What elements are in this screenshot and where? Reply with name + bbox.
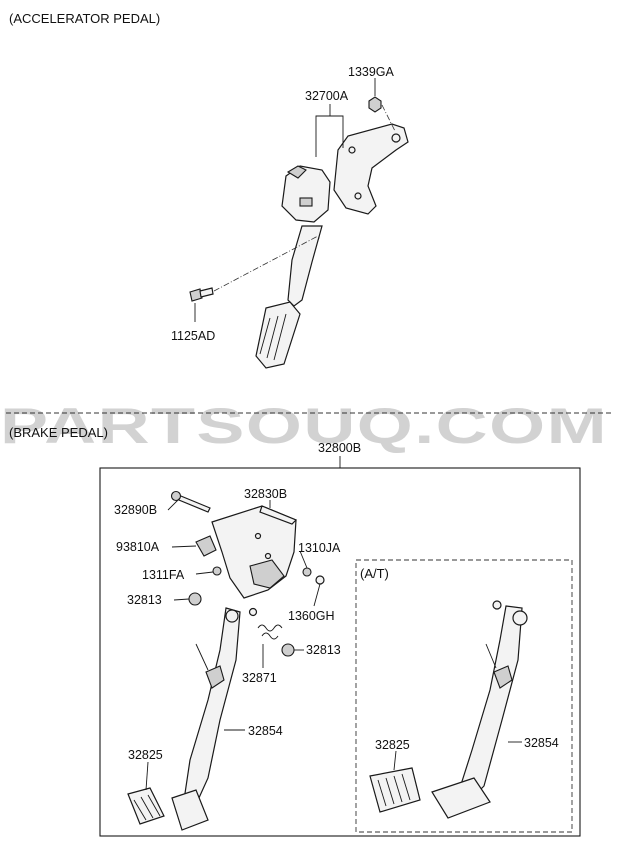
pad-rib bbox=[133, 799, 147, 821]
bracket-mechanism bbox=[249, 559, 285, 589]
pad-groove bbox=[273, 313, 287, 361]
brake-assembly-frame bbox=[99, 467, 581, 837]
nut-1310JA bbox=[302, 567, 312, 577]
label-32830B: 32830B bbox=[244, 487, 287, 501]
pedal-module-housing bbox=[281, 165, 331, 223]
label-32825-at: 32825 bbox=[375, 738, 410, 752]
sensor-block bbox=[299, 197, 313, 207]
section-title-accelerator: (ACCELERATOR PEDAL) bbox=[9, 11, 160, 26]
bracket-hole bbox=[354, 192, 362, 200]
at-pad-rib bbox=[385, 777, 395, 805]
at-arm-top-boss bbox=[492, 600, 502, 610]
label-32700A: 32700A bbox=[305, 89, 349, 103]
assembly-line bbox=[213, 235, 319, 292]
switch-bracket bbox=[205, 665, 225, 689]
watermark-text: PARTSOUQ.COM bbox=[0, 398, 608, 454]
label-1311FA: 1311FA bbox=[142, 568, 185, 582]
leader-32825-mt bbox=[145, 761, 149, 791]
label-32813-left: 32813 bbox=[127, 593, 162, 607]
pad-rib bbox=[147, 794, 161, 817]
accelerator-pad bbox=[255, 301, 301, 369]
pivot-bolt bbox=[248, 607, 258, 617]
pad-groove bbox=[266, 315, 279, 359]
bracket-flange bbox=[259, 505, 298, 525]
switch-rod bbox=[195, 643, 209, 671]
connector-plug bbox=[286, 165, 307, 179]
bushing-32813-left bbox=[188, 592, 202, 606]
section-title-brake: (BRAKE PEDAL) bbox=[9, 425, 108, 440]
leader-32825-at bbox=[393, 750, 397, 771]
label-32890B: 32890B bbox=[114, 503, 157, 517]
pad-groove bbox=[259, 317, 271, 355]
leader-32700A bbox=[315, 115, 344, 157]
label-1310JA: 1310JA bbox=[298, 541, 341, 555]
accelerator-arm bbox=[287, 225, 323, 307]
at-pad-rib bbox=[377, 779, 387, 807]
label-1360GH: 1360GH bbox=[288, 609, 335, 623]
label-32813-right: 32813 bbox=[306, 643, 341, 657]
at-switch-rod bbox=[485, 643, 497, 669]
leader-1311FA bbox=[195, 571, 214, 575]
bracket-hole bbox=[391, 133, 401, 143]
label-32825-mt: 32825 bbox=[128, 748, 163, 762]
bracket-hole bbox=[254, 532, 262, 540]
label-32854-at: 32854 bbox=[524, 736, 559, 750]
label-32800B: 32800B bbox=[318, 441, 361, 455]
leader-1360GH bbox=[313, 583, 321, 607]
pad-rib bbox=[140, 796, 154, 819]
at-brake-pad-32825 bbox=[369, 767, 421, 813]
arm-pivot-boss bbox=[225, 609, 239, 623]
brake-arm-32854 bbox=[183, 607, 241, 801]
bolt-head-1125AD bbox=[189, 288, 203, 302]
at-arm-pivot-boss bbox=[512, 610, 528, 626]
leader-32813-left bbox=[173, 598, 190, 601]
section-title-at: (A/T) bbox=[360, 566, 389, 581]
label-1339GA: 1339GA bbox=[348, 65, 395, 79]
at-switch-bracket bbox=[493, 665, 513, 689]
at-brake-pedal-foot bbox=[431, 777, 491, 819]
label-32871: 32871 bbox=[242, 671, 277, 685]
nut-1339GA bbox=[368, 96, 382, 113]
washer-1360GH bbox=[315, 575, 325, 585]
brake-pedal-assembly: 32830B 32890B 93810A 1310JA 1311FA 1360G… bbox=[114, 487, 341, 831]
return-spring-32871 bbox=[257, 624, 283, 640]
bracket-hole bbox=[264, 552, 272, 560]
brake-pedal-foot bbox=[171, 789, 209, 831]
bolt-shank-1125AD bbox=[199, 287, 214, 298]
label-93810A: 93810A bbox=[116, 540, 160, 554]
nut-1311FA bbox=[212, 566, 222, 576]
at-brake-pedal-assembly: 32825 32854 bbox=[369, 600, 559, 819]
bolt-head-32890B bbox=[170, 490, 182, 502]
leader-32890B bbox=[167, 497, 181, 511]
bushing-32813-right bbox=[281, 643, 295, 657]
at-variant-box bbox=[355, 559, 573, 833]
bracket-hole bbox=[348, 146, 356, 154]
leader-1310JA bbox=[299, 550, 308, 569]
at-pad-rib bbox=[393, 775, 403, 803]
leader-93810A bbox=[171, 545, 197, 548]
stop-lamp-switch-93810A bbox=[195, 535, 217, 557]
accelerator-pedal-assembly: 1339GA 32700A 1125AD bbox=[171, 65, 409, 369]
at-brake-arm-32854 bbox=[457, 605, 523, 801]
label-1125AD: 1125AD bbox=[171, 329, 215, 343]
assembly-line bbox=[381, 104, 396, 132]
at-pad-rib bbox=[401, 773, 411, 801]
label-32854-mt: 32854 bbox=[248, 724, 283, 738]
